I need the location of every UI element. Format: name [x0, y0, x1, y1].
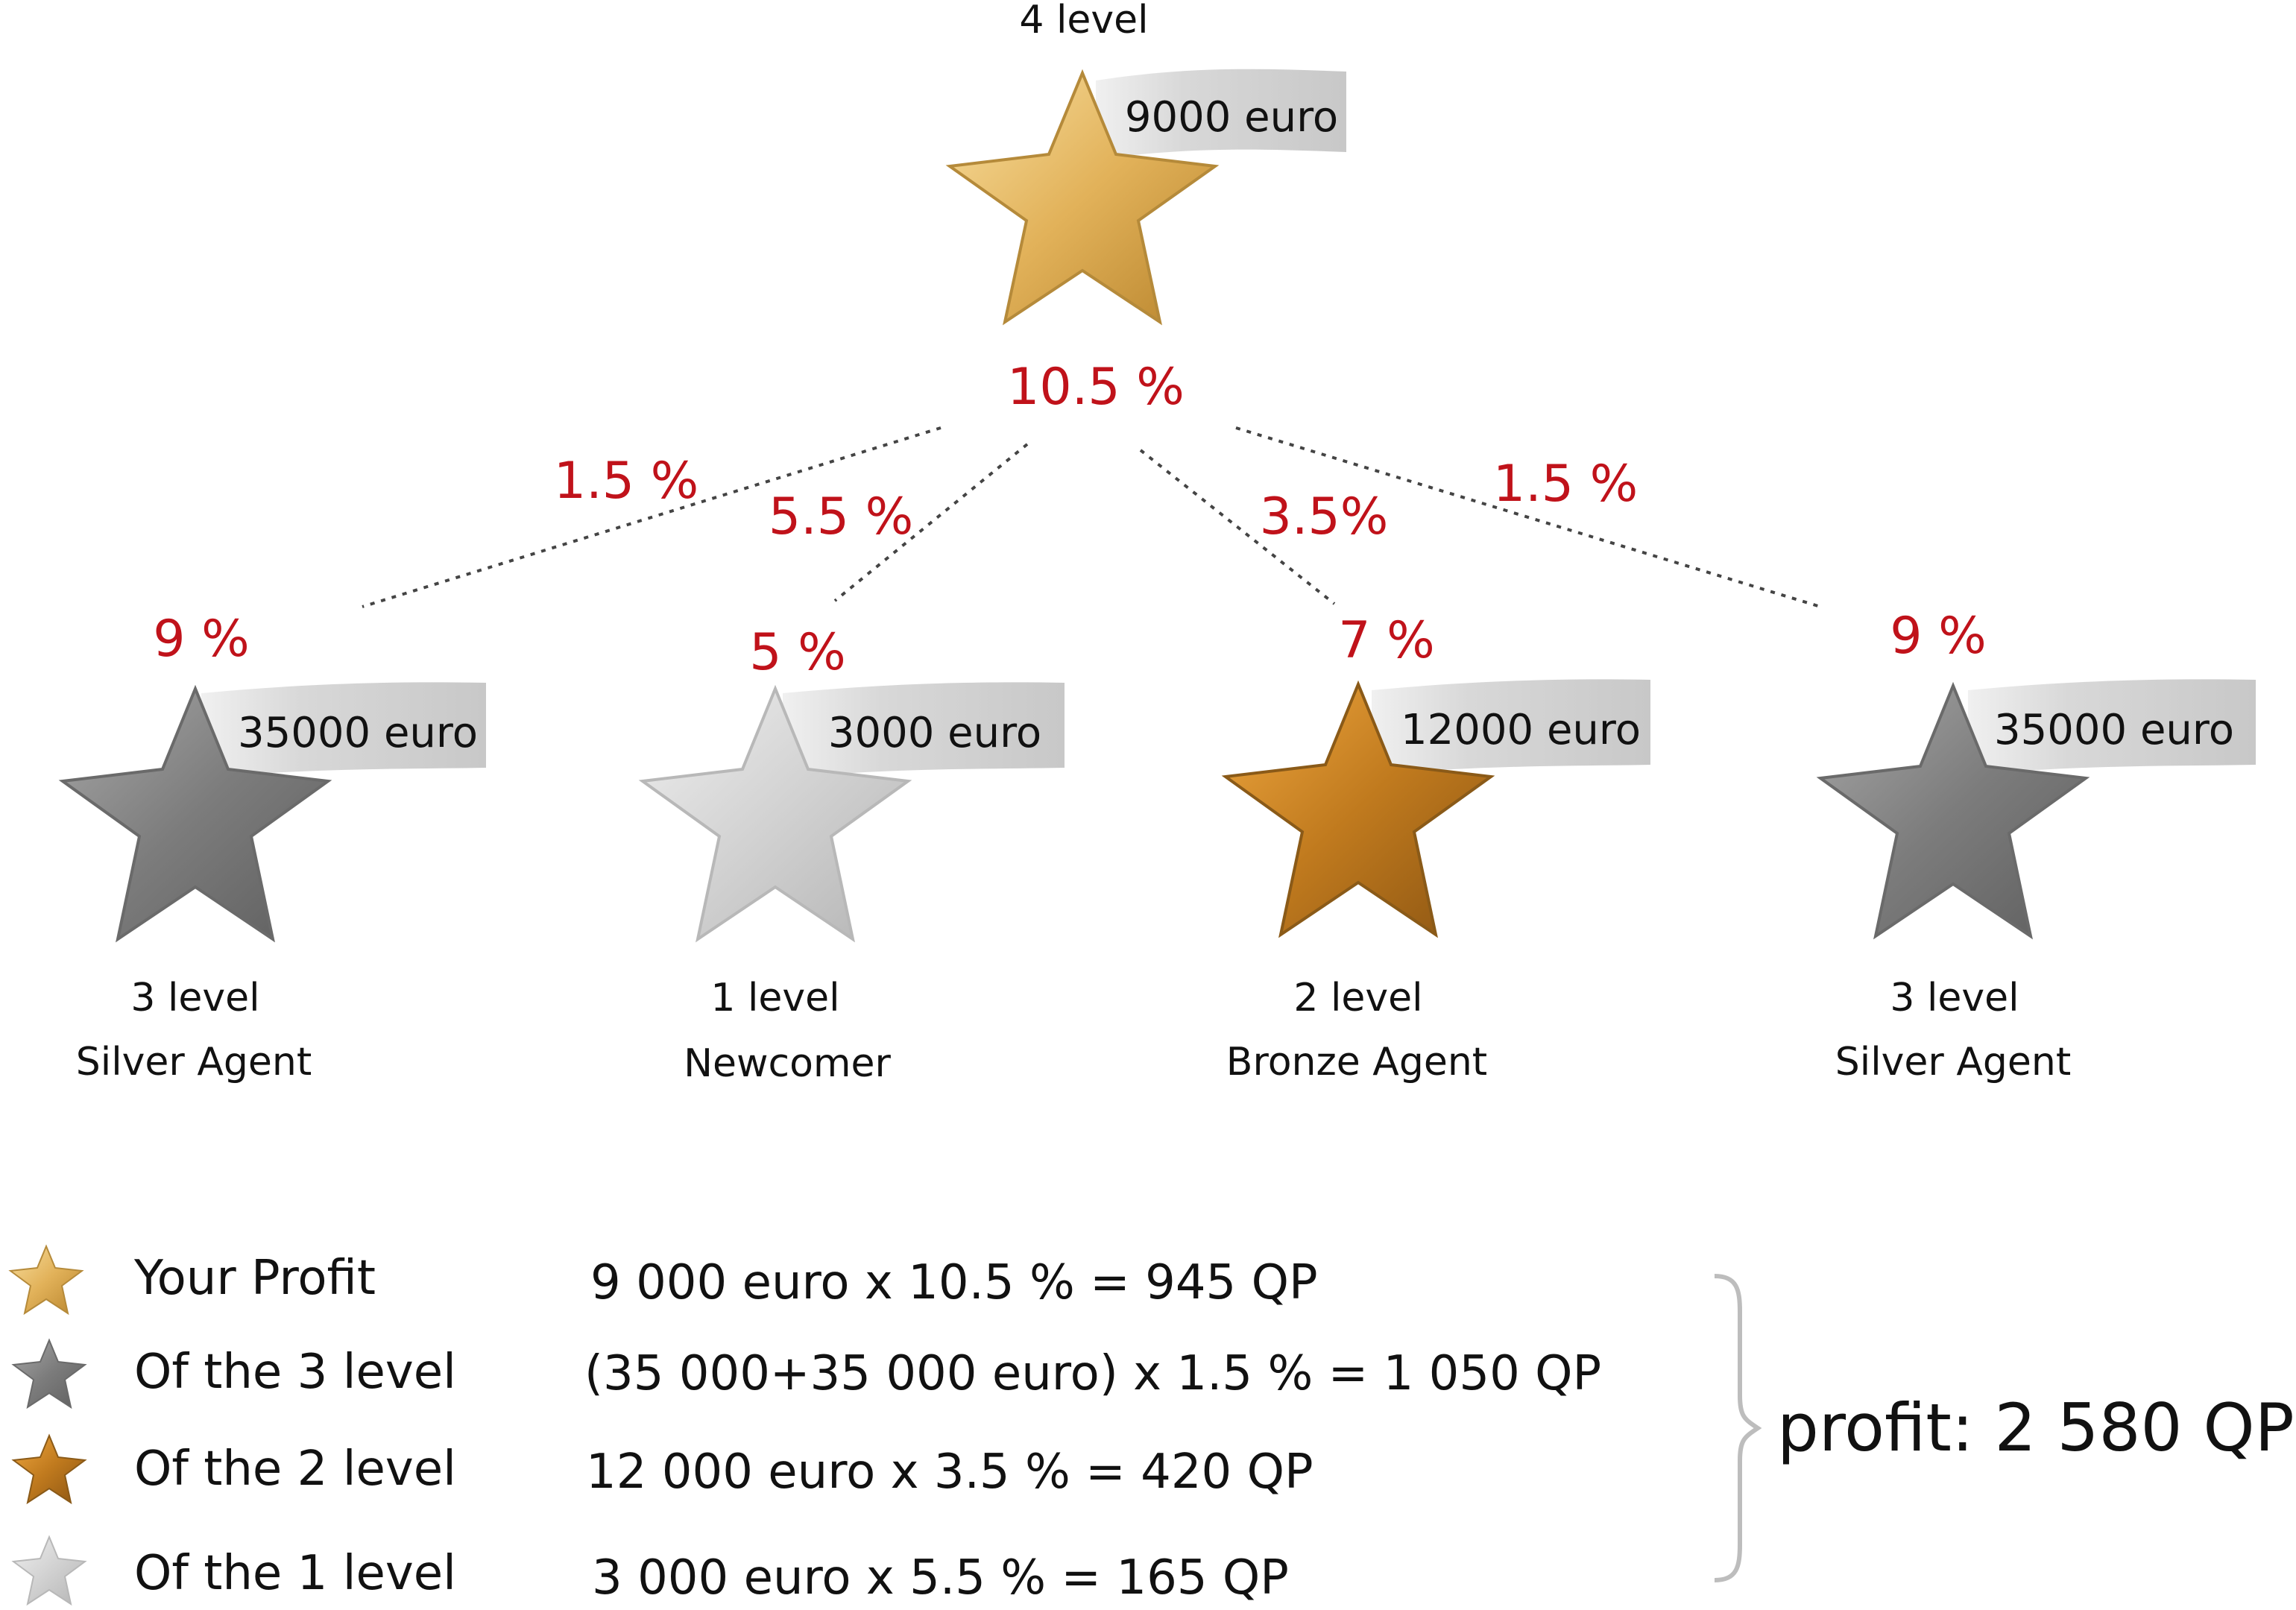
- agent-level: 3 level: [130, 976, 259, 1020]
- agent-level: 3 level: [1890, 976, 2019, 1020]
- legend-formula: 12 000 euro x 3.5 % = 420 QP: [586, 1445, 1313, 1500]
- connector-line: [1139, 449, 1336, 605]
- legend-formula: 3 000 euro x 5.5 % = 165 QP: [592, 1550, 1289, 1606]
- bronze-star-icon: [1221, 680, 1495, 938]
- legend-label: Your Profit: [133, 1251, 376, 1306]
- brace: [1714, 1274, 1762, 1582]
- light-silver-star-icon: [638, 684, 912, 943]
- legend-formula: (35 000+35 000 euro) x 1.5 % = 1 050 QP: [584, 1346, 1601, 1401]
- legend-row: Of the 1 level 3 000 euro x 5.5 % = 165 …: [11, 1535, 1289, 1606]
- legend-label: Of the 1 level: [134, 1546, 456, 1601]
- agent-amount: 3000 euro: [828, 709, 1041, 757]
- link-percent: 1.5 %: [1493, 455, 1638, 514]
- amount-tag: [1968, 679, 2256, 775]
- connector-line: [1235, 426, 1821, 608]
- agent-node: 9 % 35000 euro 3 level Silver Agent: [58, 610, 486, 1085]
- top-amount: 9000 euro: [1125, 93, 1338, 142]
- link-percent: 3.5%: [1260, 487, 1389, 546]
- agent-level: 2 level: [1293, 976, 1422, 1020]
- legend-label: Of the 2 level: [134, 1442, 456, 1497]
- connector-line: [833, 443, 1029, 602]
- top-percent: 10.5 %: [1007, 358, 1185, 417]
- agent-percent: 9 %: [1890, 607, 1987, 666]
- agent-amount: 35000 euro: [1994, 706, 2234, 754]
- agent-amount: 35000 euro: [238, 709, 478, 757]
- dark-silver-star-icon: [11, 1338, 87, 1409]
- agent-node: 5 % 3000 euro 1 level Newcomer: [638, 623, 1065, 1086]
- gold-star-icon: [8, 1244, 84, 1316]
- total-profit: profit: 2 580 QP: [1777, 1389, 2295, 1466]
- amount-tag: [1096, 69, 1346, 160]
- agent-node: 7 % 12000 euro 2 level Bronze Agent: [1221, 611, 1650, 1085]
- amount-tag: [783, 682, 1065, 778]
- agent-title: Silver Agent: [76, 1040, 312, 1085]
- legend-formula: 9 000 euro x 10.5 % = 945 QP: [590, 1255, 1318, 1310]
- agent-title: Newcomer: [684, 1041, 891, 1086]
- dark-silver-star-icon: [58, 684, 332, 943]
- agent-percent: 7 %: [1338, 611, 1435, 670]
- agent-level: 1 level: [710, 976, 839, 1020]
- legend-row: Of the 3 level (35 000+35 000 euro) x 1.…: [11, 1338, 1601, 1409]
- link-percent: 5.5 %: [769, 487, 913, 546]
- top-node: 4 level 9000 euro 10.5 %: [945, 0, 1346, 417]
- connector-lines: [362, 426, 1821, 608]
- dark-silver-star-icon: [1816, 681, 2090, 940]
- legend: Your Profit 9 000 euro x 10.5 % = 945 QP…: [8, 1244, 2295, 1606]
- agent-node: 9 % 35000 euro 3 level Silver Agent: [1816, 607, 2256, 1085]
- connector-line: [362, 426, 942, 608]
- legend-row: Your Profit 9 000 euro x 10.5 % = 945 QP: [8, 1244, 1318, 1316]
- agent-percent: 9 %: [153, 610, 250, 669]
- bronze-star-icon: [11, 1433, 87, 1505]
- agent-percent: 5 %: [749, 623, 846, 682]
- light-silver-star-icon: [11, 1535, 87, 1606]
- agent-title: Bronze Agent: [1226, 1040, 1487, 1085]
- agent-title: Silver Agent: [1835, 1040, 2072, 1085]
- legend-label: Of the 3 level: [134, 1345, 456, 1400]
- agent-amount: 12000 euro: [1401, 706, 1641, 754]
- amount-tag: [1372, 679, 1650, 775]
- link-percent: 1.5 %: [554, 452, 698, 511]
- amount-tag: [201, 682, 486, 778]
- gold-star-icon: [945, 69, 1220, 326]
- top-level-label: 4 level: [1019, 0, 1148, 42]
- legend-row: Of the 2 level 12 000 euro x 3.5 % = 420…: [11, 1433, 1313, 1505]
